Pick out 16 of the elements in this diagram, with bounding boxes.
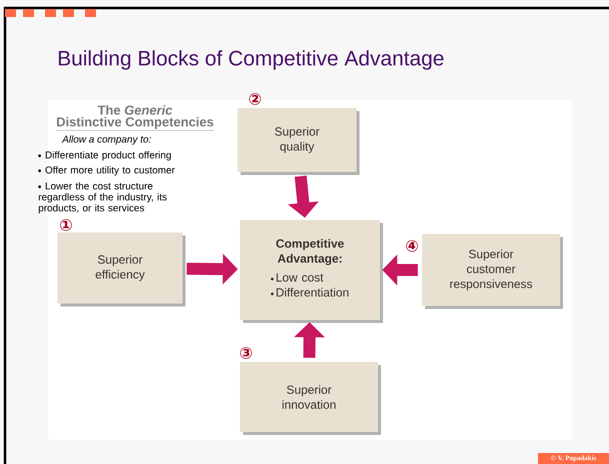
process-box: Superior quality — [238, 108, 360, 175]
bullet-item: Differentiate product offering — [38, 151, 171, 160]
heading: The Generic — [98, 105, 172, 115]
process-box: Superior customer responsiveness — [422, 234, 563, 309]
process-box: Superior efficiency — [58, 232, 186, 306]
intro-text: Allow a company to: — [62, 135, 151, 145]
process-box: Superior innovation — [240, 362, 381, 435]
callout-number: ② — [249, 93, 261, 105]
bullet-item: Lower the cost structure regardless of the industry, its products, or its services — [38, 182, 167, 214]
process-box: Competitive Advantage: Low cost Differentiation — [240, 220, 383, 323]
bullet-item: Offer more utility to customer — [38, 166, 175, 176]
slide-title: Building Blocks of Competitive Advantage — [58, 50, 444, 70]
callout-number: ④ — [406, 240, 418, 252]
heading: Distinctive Competencies — [56, 116, 214, 131]
callout-number: ① — [60, 219, 72, 231]
callout-number: ③ — [240, 347, 252, 359]
